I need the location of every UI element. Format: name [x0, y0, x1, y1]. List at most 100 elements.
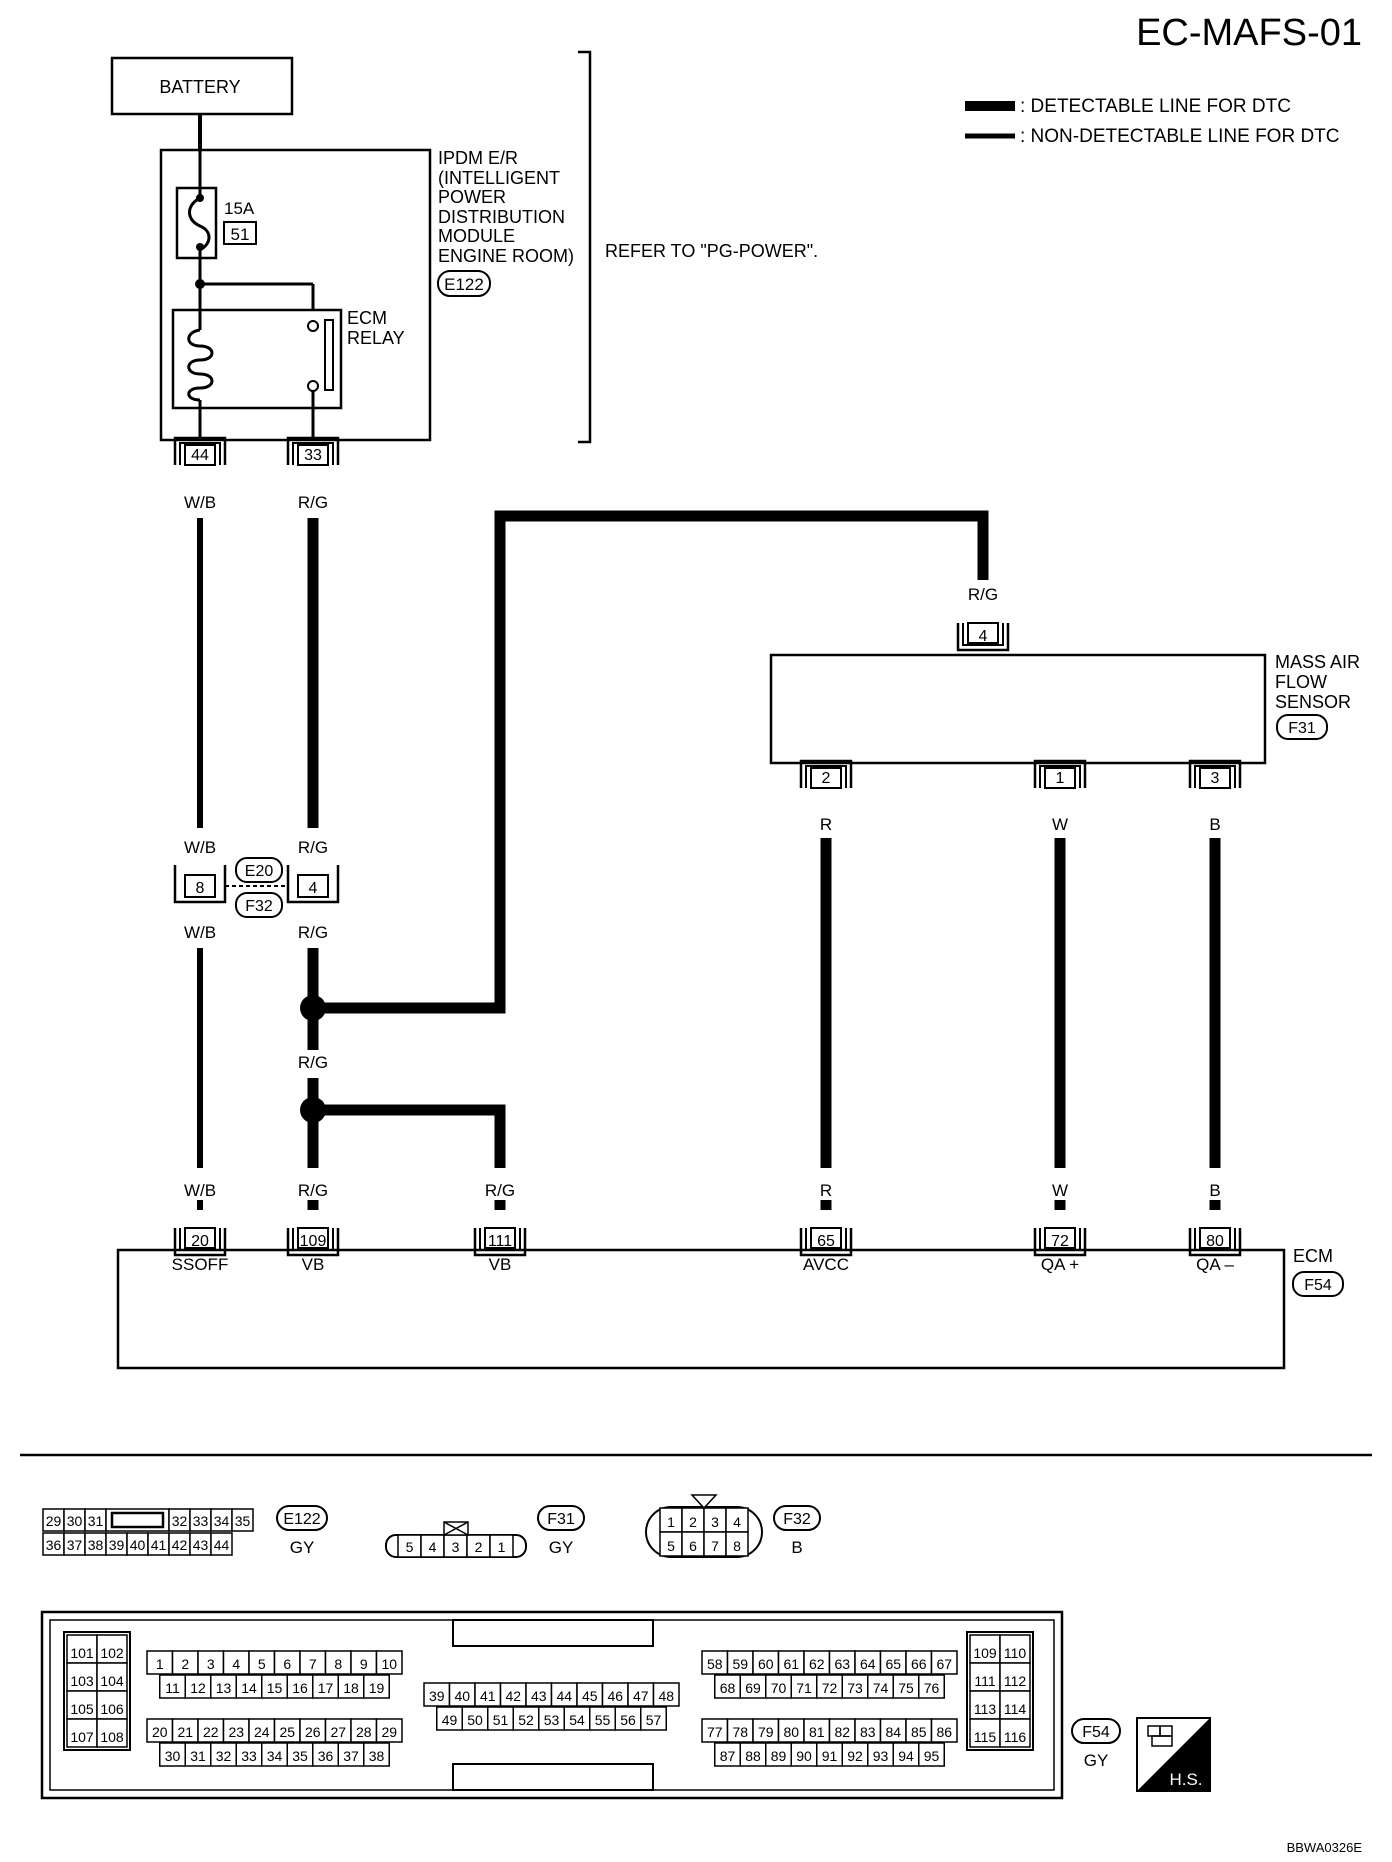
svg-text:72: 72 — [822, 1680, 838, 1696]
svg-text:73: 73 — [847, 1680, 863, 1696]
wire-label-w-1: W — [1052, 815, 1068, 834]
svg-text:82: 82 — [834, 1724, 850, 1740]
svg-text:GY: GY — [549, 1538, 574, 1557]
svg-text:GY: GY — [1084, 1751, 1109, 1770]
f54-pin-19 — [363, 1674, 390, 1699]
svg-text:32: 32 — [172, 1513, 188, 1529]
f54-pin-103 — [66, 1662, 98, 1692]
svg-text:16: 16 — [292, 1680, 308, 1696]
svg-text:83: 83 — [860, 1724, 876, 1740]
svg-text:37: 37 — [67, 1537, 83, 1553]
svg-text:86: 86 — [936, 1724, 952, 1740]
svg-text:61: 61 — [783, 1656, 799, 1672]
svg-text:DISTRIBUTION: DISTRIBUTION — [438, 207, 565, 227]
svg-text:20: 20 — [152, 1724, 168, 1740]
joint-connector: 8 4 E20 F32 — [173, 857, 340, 918]
svg-text:72: 72 — [1051, 1233, 1069, 1250]
svg-text:91: 91 — [822, 1748, 838, 1764]
wire-label-rg-4: R/G — [298, 1053, 328, 1072]
svg-text:95: 95 — [924, 1748, 940, 1764]
svg-text:109: 109 — [300, 1233, 327, 1250]
maf-sensor-box — [769, 653, 1267, 765]
svg-text:44: 44 — [214, 1537, 230, 1553]
svg-text:8: 8 — [196, 880, 205, 897]
legend: : DETECTABLE LINE FOR DTC : NON-DETECTAB… — [965, 96, 1340, 147]
f54-pin-10 — [375, 1650, 403, 1675]
svg-text:8: 8 — [733, 1538, 741, 1554]
svg-text:22: 22 — [203, 1724, 219, 1740]
svg-text:21: 21 — [177, 1724, 193, 1740]
svg-text:33: 33 — [304, 447, 322, 464]
ecm-relay-label-1: ECM — [347, 308, 387, 328]
svg-text:13: 13 — [216, 1680, 232, 1696]
ecm-terminal-qa-minus: QA – — [1196, 1255, 1234, 1274]
svg-text:114: 114 — [1004, 1701, 1027, 1717]
ecm-terminal-avcc: AVCC — [803, 1255, 849, 1274]
ecm-terminal-qa-plus: QA + — [1041, 1255, 1079, 1274]
svg-text:75: 75 — [898, 1680, 914, 1696]
svg-text:30: 30 — [67, 1513, 83, 1529]
svg-text:51: 51 — [493, 1712, 509, 1728]
svg-text:19: 19 — [369, 1680, 385, 1696]
wire-label-wb-3: W/B — [184, 923, 216, 942]
svg-text:104: 104 — [100, 1673, 124, 1689]
svg-text:43: 43 — [193, 1537, 209, 1553]
svg-text:105: 105 — [70, 1701, 94, 1717]
wire-label-r-1: R — [820, 815, 832, 834]
diagram-title: EC-MAFS-01 — [1136, 12, 1362, 54]
svg-text:45: 45 — [582, 1688, 598, 1704]
svg-text:FLOW: FLOW — [1275, 672, 1327, 692]
svg-text:41: 41 — [480, 1688, 496, 1704]
svg-text:B: B — [791, 1538, 802, 1557]
f54-pin-29 — [375, 1718, 403, 1743]
svg-text:1: 1 — [1056, 770, 1065, 787]
svg-text:35: 35 — [292, 1748, 308, 1764]
f54-pin-116 — [999, 1718, 1031, 1748]
svg-text:1: 1 — [156, 1656, 164, 1672]
ecm-terminal-vb-2: VB — [489, 1255, 512, 1274]
svg-text:77: 77 — [707, 1724, 723, 1740]
svg-text:9: 9 — [360, 1656, 368, 1672]
svg-text:4: 4 — [232, 1656, 240, 1672]
svg-text:3: 3 — [1211, 770, 1220, 787]
refer-text: REFER TO "PG-POWER". — [605, 241, 818, 261]
f54-pin-105 — [66, 1690, 98, 1720]
wire-rg-to-ecm-111 — [313, 1104, 506, 1168]
svg-text:101: 101 — [70, 1645, 94, 1661]
ecm-relay-label-2: RELAY — [347, 328, 405, 348]
svg-text:60: 60 — [758, 1656, 774, 1672]
svg-text:42: 42 — [505, 1688, 521, 1704]
f54-pin-57 — [640, 1706, 667, 1731]
svg-text:44: 44 — [556, 1688, 572, 1704]
svg-text:88: 88 — [745, 1748, 761, 1764]
ecm-terminal-ssoff: SSOFF — [172, 1255, 229, 1274]
e122-pin-35 — [231, 1508, 254, 1532]
e122-pin-44 — [210, 1532, 233, 1556]
svg-text:23: 23 — [228, 1724, 244, 1740]
svg-text:111: 111 — [488, 1233, 512, 1250]
svg-text:E122: E122 — [283, 1511, 320, 1528]
svg-text:65: 65 — [885, 1656, 901, 1672]
svg-text:43: 43 — [531, 1688, 547, 1704]
ipdm-label: IPDM E/R (INTELLIGENT POWER DISTRIBUTION… — [438, 148, 574, 266]
relay-contact-icon — [324, 319, 334, 391]
svg-text:66: 66 — [911, 1656, 927, 1672]
svg-text:53: 53 — [544, 1712, 560, 1728]
wire-label-wb-4: W/B — [184, 1181, 216, 1200]
svg-text:26: 26 — [305, 1724, 321, 1740]
svg-text:5: 5 — [667, 1538, 675, 1554]
svg-text:90: 90 — [796, 1748, 812, 1764]
svg-text:33: 33 — [193, 1513, 209, 1529]
fuse-number: 51 — [231, 225, 250, 244]
svg-text:F31: F31 — [547, 1511, 575, 1528]
wire-label-w-2: W — [1052, 1181, 1068, 1200]
svg-text:35: 35 — [235, 1513, 251, 1529]
svg-text:(INTELLIGENT: (INTELLIGENT — [438, 168, 560, 188]
svg-text:36: 36 — [46, 1537, 62, 1553]
svg-text:115: 115 — [974, 1729, 997, 1745]
svg-text:59: 59 — [732, 1656, 748, 1672]
svg-text:IPDM E/R: IPDM E/R — [438, 148, 518, 168]
svg-text:49: 49 — [442, 1712, 458, 1728]
svg-text:109: 109 — [973, 1645, 997, 1661]
